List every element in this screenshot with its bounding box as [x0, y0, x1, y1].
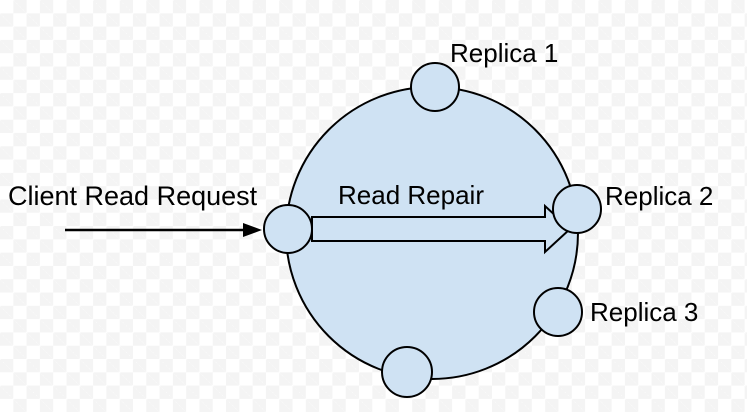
read-repair-label: Read Repair — [338, 180, 484, 210]
replica-2-label: Replica 2 — [605, 181, 714, 211]
node-replica-3 — [533, 287, 583, 337]
client-arrow-head — [243, 223, 262, 237]
replica-3-label: Replica 3 — [590, 297, 699, 327]
node-bottom — [381, 346, 433, 398]
read-repair-block-arrow — [311, 203, 572, 255]
node-replica-1 — [410, 62, 460, 112]
client-read-request-arrow — [65, 223, 262, 237]
replica-1-label: Replica 1 — [450, 38, 559, 68]
node-replica-2 — [552, 184, 602, 234]
node-coordinator — [263, 204, 313, 254]
client-read-request-label: Client Read Request — [8, 181, 258, 211]
